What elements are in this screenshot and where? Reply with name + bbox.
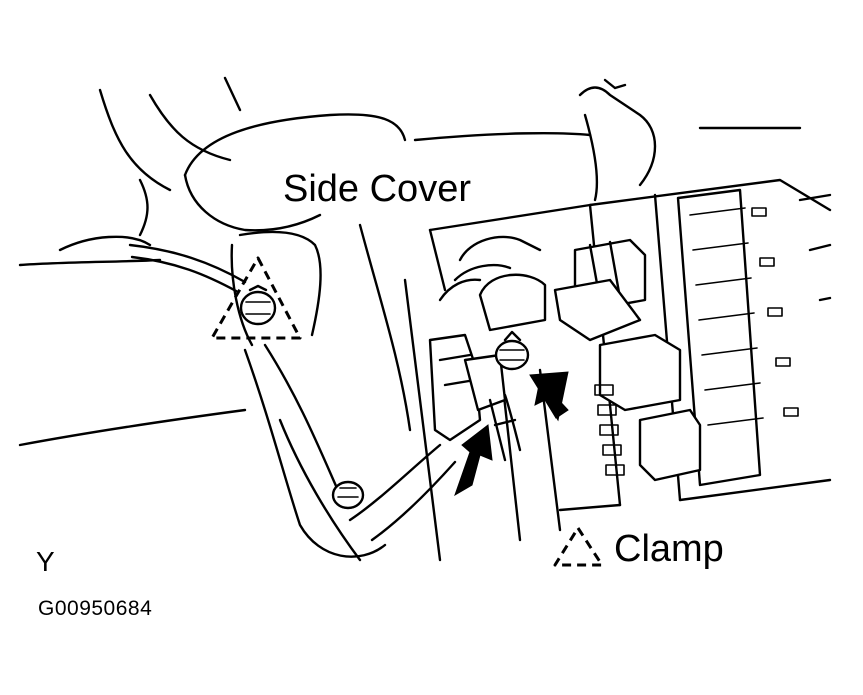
dashed-triangle-icon xyxy=(553,526,604,567)
side-cover-label: Side Cover xyxy=(283,168,471,210)
battery-terminal xyxy=(428,235,547,462)
side-cover-bracket xyxy=(230,230,457,558)
frame-lines xyxy=(278,126,802,562)
fuse-strip xyxy=(676,188,832,487)
pointer-arrows xyxy=(454,371,569,497)
body-panel-outlines xyxy=(18,76,407,447)
view-marker-label: Y xyxy=(36,546,55,577)
filled-arrow-icon xyxy=(454,424,493,497)
side-cover-clamp xyxy=(210,256,302,340)
figure-code-label: G00950684 xyxy=(38,597,153,620)
relay-block xyxy=(428,78,832,542)
clamp-legend-label: Clamp xyxy=(614,528,724,570)
wiring-harness xyxy=(128,243,247,294)
filled-arrow-icon xyxy=(529,371,569,422)
relays xyxy=(553,238,702,482)
